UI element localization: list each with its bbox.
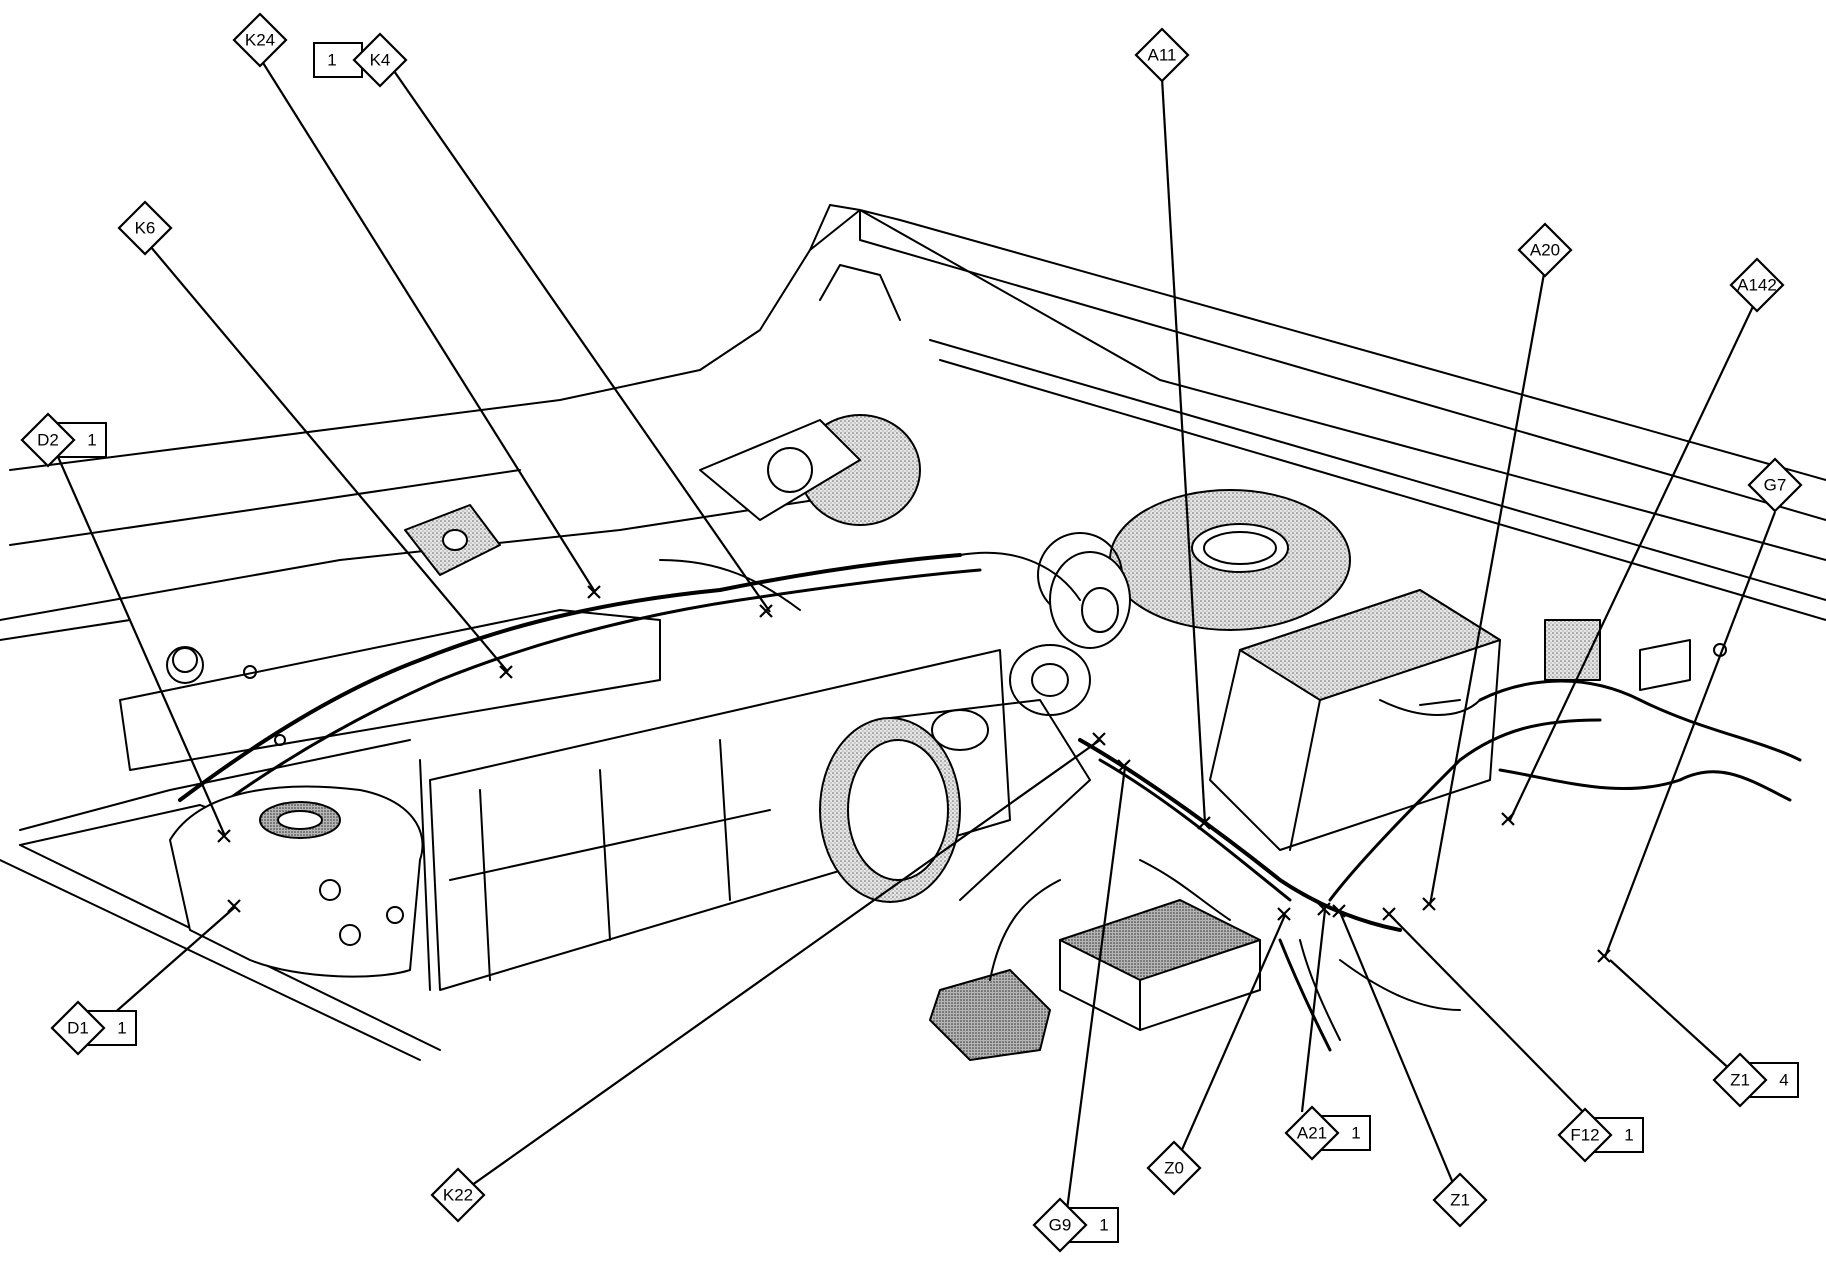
callout-code: G9: [1049, 1216, 1072, 1235]
callout-k22: K22: [430, 1167, 486, 1223]
callout-code: D1: [67, 1019, 89, 1038]
callout-code: K24: [245, 31, 275, 50]
callout-diamond: [1712, 1052, 1768, 1108]
callout-diamond: [117, 200, 173, 256]
callout-code: F12: [1570, 1126, 1599, 1145]
callout-sub-label: 1: [327, 51, 336, 70]
callout-g7: G7: [1747, 457, 1803, 513]
callout-diamond: [1747, 457, 1803, 513]
callout-code: D2: [37, 431, 59, 450]
callout-z1-bottom: Z1: [1432, 1172, 1488, 1228]
callout-diamond: [430, 1167, 486, 1223]
callout-f12: 1 F12: [1557, 1107, 1644, 1163]
callout-g9: 1 G9: [1032, 1197, 1119, 1253]
callout-diamond: [232, 12, 288, 68]
callout-diamond: [50, 1000, 106, 1056]
callout-diamond: [1557, 1107, 1613, 1163]
callout-sub-label: 1: [87, 431, 96, 450]
callout-a21: 1 A21: [1284, 1105, 1371, 1161]
callout-code: G7: [1764, 476, 1787, 495]
callout-diamond: [1432, 1172, 1488, 1228]
callout-code: Z0: [1164, 1159, 1184, 1178]
callout-k6: K6: [117, 200, 173, 256]
callout-diamond: [1134, 27, 1190, 83]
callout-diamond: [1729, 257, 1785, 313]
callout-k24: K24: [232, 12, 288, 68]
callout-z0: Z0: [1146, 1140, 1202, 1196]
callout-code: K4: [370, 51, 391, 70]
callout-d1: 1 D1: [50, 1000, 137, 1056]
callout-diamond: [1284, 1105, 1340, 1161]
engine-bay-illustration: [0, 204, 1826, 1061]
callout-code: Z1: [1450, 1191, 1470, 1210]
callout-code: A11: [1148, 46, 1177, 65]
callout-diamond: [1146, 1140, 1202, 1196]
callout-code: A142: [1737, 276, 1777, 295]
callout-sub-label: 1: [1099, 1216, 1108, 1235]
callout-code: A21: [1297, 1124, 1327, 1143]
callout-a11: A11: [1134, 27, 1190, 83]
callout-d2: 1 D2: [20, 412, 107, 468]
callout-diamond: [1032, 1197, 1088, 1253]
callout-z1-right: 4 Z1: [1712, 1052, 1799, 1108]
callout-sub-label: 4: [1779, 1071, 1788, 1090]
callout-sub-label: 1: [117, 1019, 126, 1038]
connection-markers: [217, 585, 1611, 963]
callout-sub-label: 1: [1351, 1124, 1360, 1143]
callout-code: A20: [1530, 241, 1560, 260]
callout-code: K6: [135, 219, 156, 238]
callout-diamond: [352, 32, 408, 88]
callout-code: Z1: [1730, 1071, 1750, 1090]
callout-k4: 1 K4: [313, 32, 408, 88]
callout-a142: A142: [1729, 257, 1785, 313]
callout-sub-label: 1: [1624, 1126, 1633, 1145]
callout-diamond: [1517, 222, 1573, 278]
callout-diamond: [20, 412, 76, 468]
callout-a20: A20: [1517, 222, 1573, 278]
callout-code: K22: [443, 1186, 473, 1205]
leader-lines: [53, 57, 1777, 1226]
